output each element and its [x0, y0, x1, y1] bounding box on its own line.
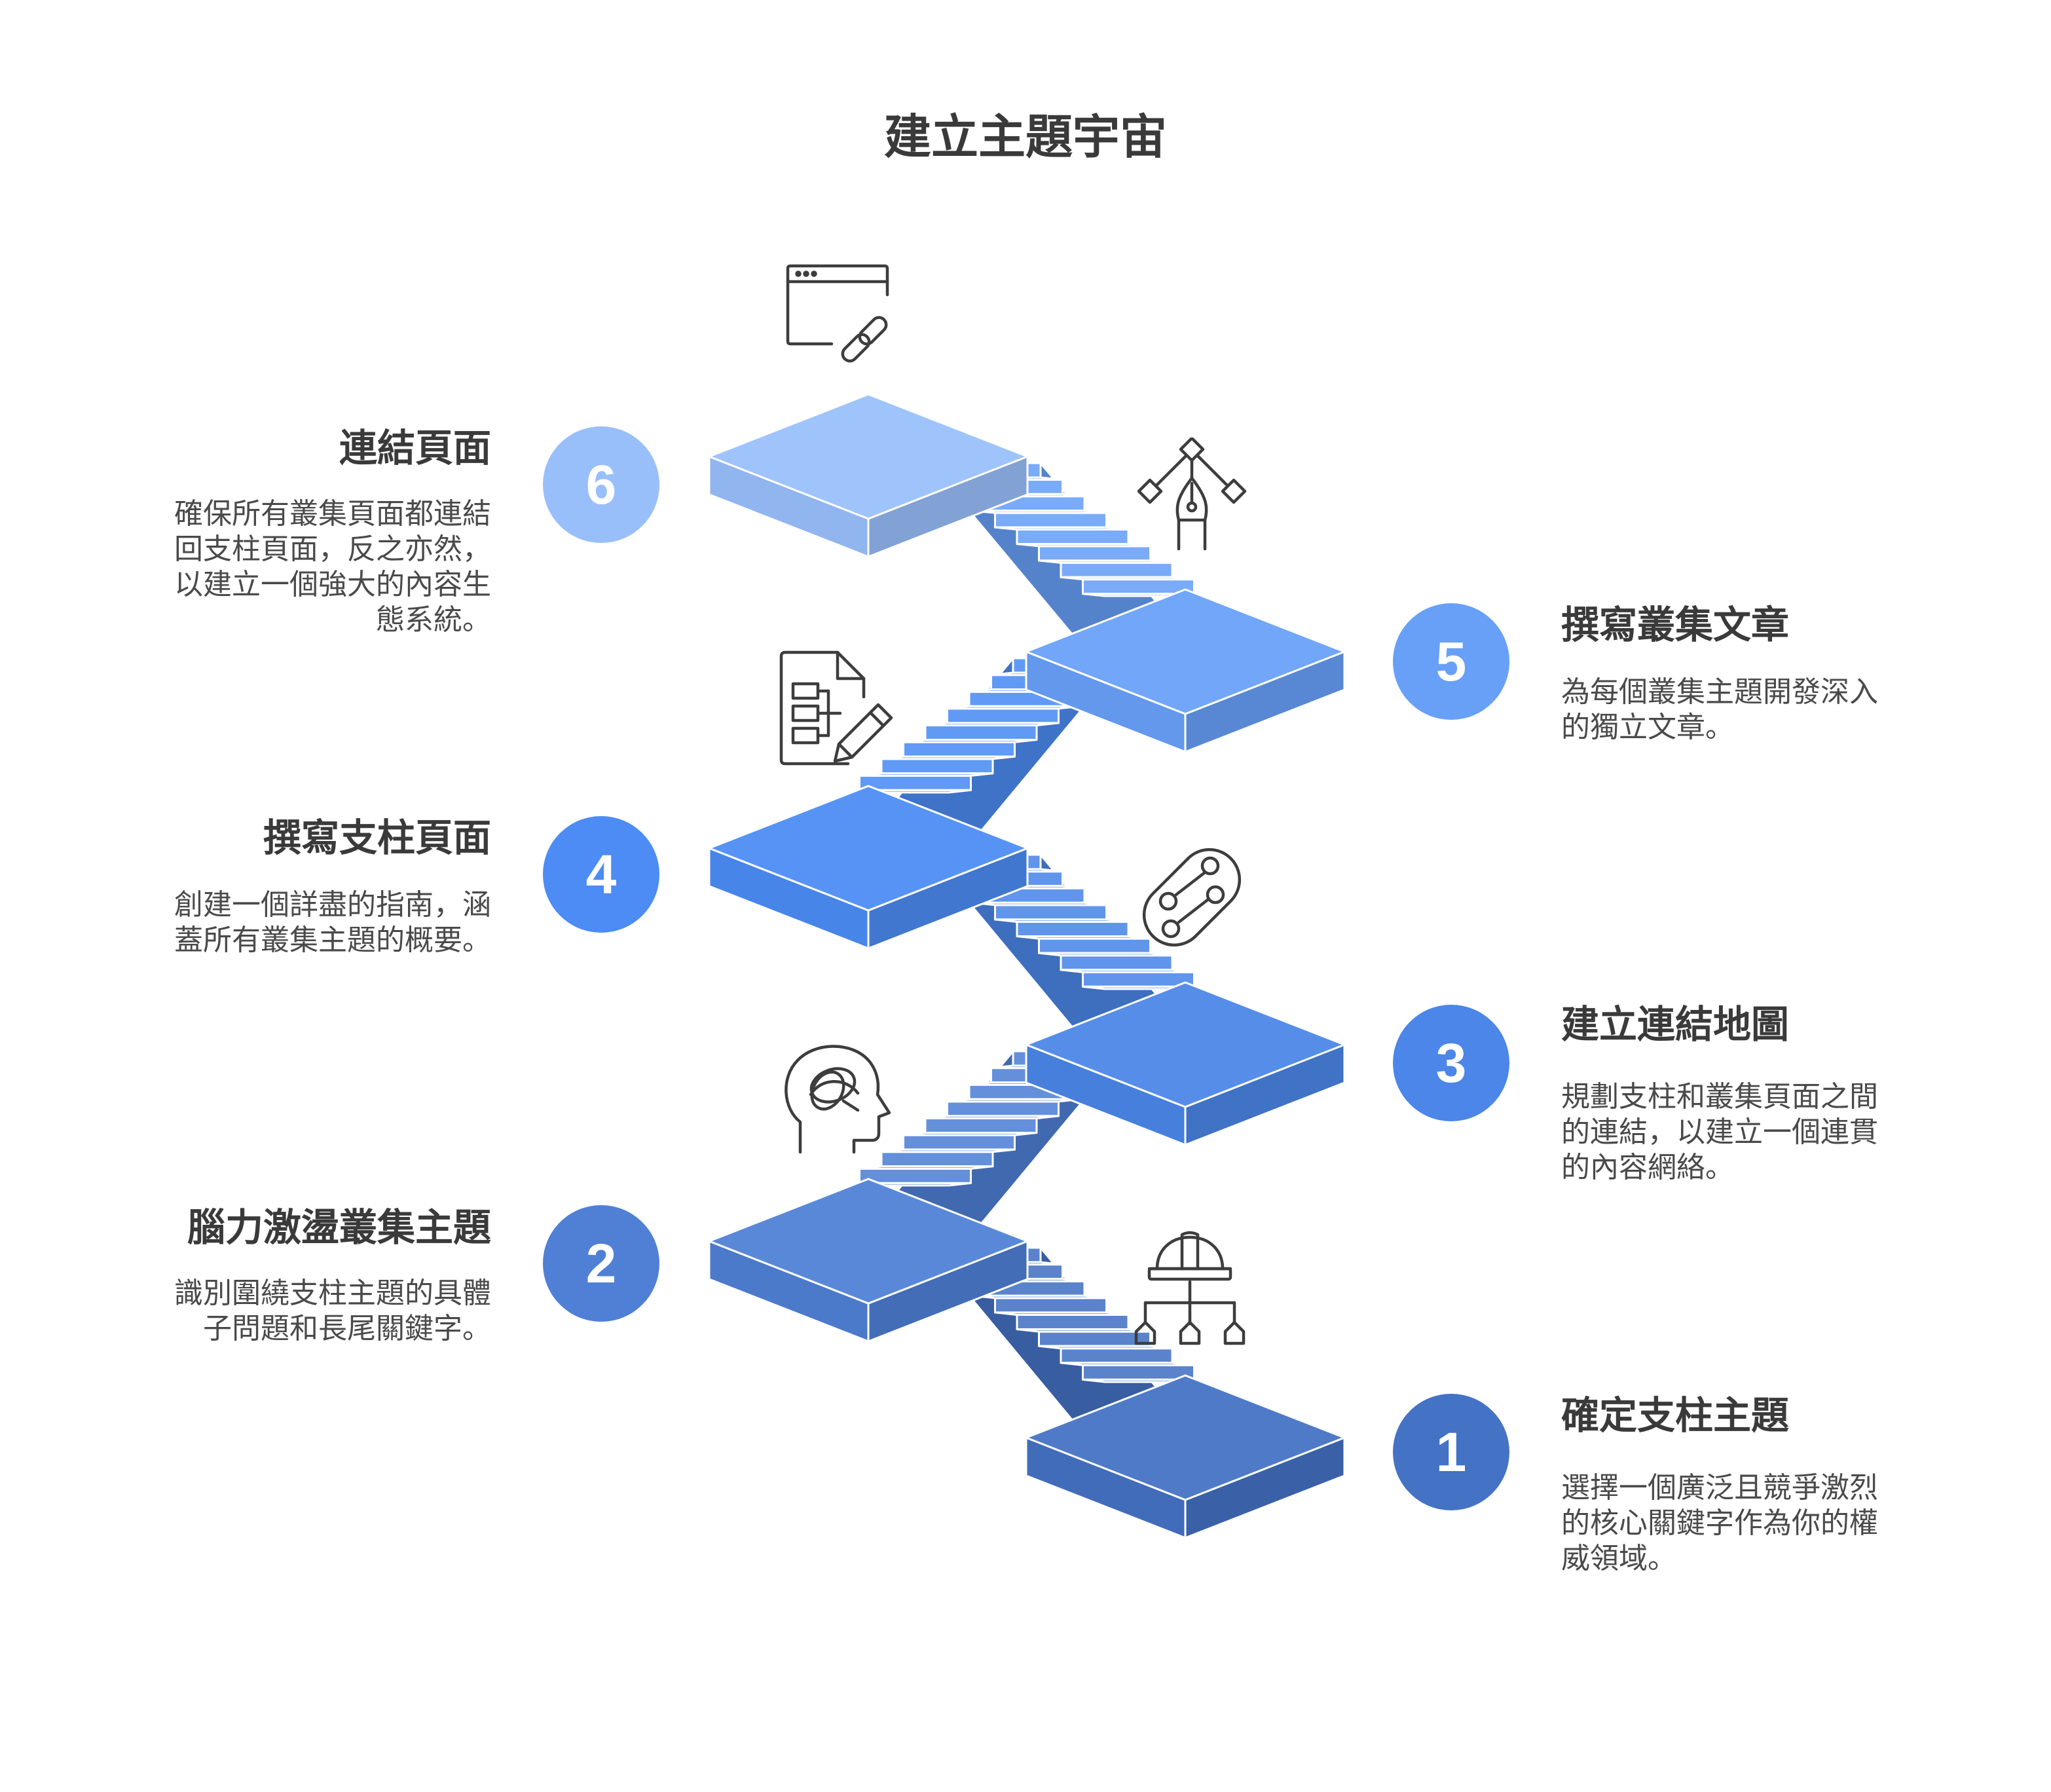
- stair-riser-5-6: [972, 510, 1107, 514]
- stair-tread-2-5: [946, 1100, 1060, 1117]
- stair-riser-2-6: [946, 1098, 1082, 1103]
- stair-tread-1-4: [1016, 1314, 1130, 1330]
- step-2-title: 腦力激盪叢集主題: [187, 1205, 491, 1250]
- step-3-title: 建立連結地圖: [1561, 1002, 1790, 1047]
- stair-tread-2-1: [859, 1167, 972, 1184]
- stair-riser-3-5: [994, 918, 1130, 923]
- stair-riser-1-4: [1016, 1328, 1151, 1333]
- stair-riser-4-5: [924, 722, 1060, 726]
- pen-nodes-icon: [1137, 438, 1247, 551]
- stair-riser-3-4: [1016, 935, 1151, 940]
- stair-riser-5-5: [994, 526, 1130, 531]
- stair-riser-1-6: [972, 1294, 1107, 1299]
- step-3-description: 規劃支柱和叢集頁面之間的連結，以建立一個連貫的內容網絡。: [1561, 1080, 1878, 1184]
- step-4-title: 撰寫支柱頁面: [263, 815, 491, 860]
- stair-tread-4-5: [946, 707, 1060, 724]
- stair-tread-1-5: [994, 1297, 1107, 1314]
- platform-2-top: [708, 1178, 1029, 1305]
- stair-riser-4-4: [902, 739, 1038, 743]
- stair-tread-3-2: [1060, 954, 1173, 971]
- stair-tread-4-1: [859, 774, 972, 791]
- step-3-badge: 3: [1393, 1005, 1509, 1121]
- browser-link-icon: [786, 264, 889, 363]
- page-title: 建立主題宇宙: [883, 109, 1167, 164]
- step-5-badge: 5: [1393, 603, 1509, 720]
- stair-riser-3-6: [972, 901, 1107, 906]
- stair-riser-3-3: [1038, 952, 1173, 957]
- step-2-badge: 2: [543, 1205, 659, 1322]
- step-5-title: 撰寫叢集文章: [1561, 603, 1790, 647]
- step-6-badge: 6: [543, 426, 659, 543]
- platform-6-top: [708, 393, 1029, 520]
- stair-riser-2-2: [859, 1165, 994, 1170]
- stair-riser-2-5: [924, 1115, 1060, 1119]
- stair-tread-5-4: [1016, 529, 1130, 545]
- step-1-description: 選擇一個廣泛且競爭激烈的核心關鍵字作為你的權威領域。: [1561, 1471, 1878, 1575]
- step-6-description: 確保所有叢集頁面都連結回支柱頁面，反之亦然，以建立一個強大的內容生態系統。: [174, 497, 491, 637]
- stair-tread-4-2: [880, 758, 994, 775]
- stair-tread-2-3: [902, 1134, 1016, 1151]
- stair-tread-3-1: [1082, 971, 1195, 988]
- stair-riser-5-3: [1038, 559, 1173, 564]
- stair-tread-5-5: [994, 512, 1107, 529]
- step-1-title: 確定支柱主題: [1561, 1393, 1790, 1438]
- stair-riser-1-3: [1038, 1345, 1173, 1350]
- step-4-description: 創建一個詳盡的指南，涵蓋所有叢集主題的概要。: [174, 888, 491, 957]
- stair-riser-5-2: [1060, 576, 1195, 581]
- stair-tread-4-4: [924, 724, 1038, 741]
- stair-tread-2-4: [924, 1117, 1038, 1134]
- stair-riser-4-3: [880, 755, 1016, 760]
- stair-riser-1-2: [1060, 1362, 1195, 1366]
- stair-riser-2-3: [880, 1148, 1016, 1153]
- platform-4-top: [708, 785, 1029, 912]
- step-1-badge: 1: [1393, 1394, 1509, 1510]
- stair-tread-3-4: [1016, 921, 1130, 937]
- connected-nodes-icon: [1142, 848, 1242, 947]
- stair-riser-3-2: [1060, 969, 1195, 973]
- stair-tread-1-1: [1082, 1364, 1195, 1381]
- step-2-description: 識別圍繞支柱主題的具體子問題和長尾關鍵字。: [174, 1277, 491, 1345]
- stair-riser-4-6: [946, 705, 1082, 710]
- stair-tread-1-2: [1060, 1347, 1173, 1364]
- step-5-description: 為每個叢集主題開發深入的獨立文章。: [1561, 675, 1878, 744]
- stair-riser-1-5: [994, 1311, 1130, 1316]
- brain-head-icon: [785, 1045, 891, 1154]
- stair-tread-5-2: [1060, 561, 1173, 578]
- document-edit-icon: [779, 650, 893, 766]
- stair-tread-3-5: [994, 904, 1107, 921]
- hard-hat-hierarchy-icon: [1134, 1231, 1246, 1345]
- platform-3-top: [1025, 981, 1346, 1108]
- platform-1-top: [1025, 1374, 1346, 1501]
- stair-tread-2-2: [880, 1151, 994, 1168]
- platform-5-top: [1025, 588, 1346, 715]
- stair-riser-2-4: [902, 1132, 1038, 1136]
- stair-riser-4-2: [859, 772, 994, 777]
- stair-tread-4-3: [902, 741, 1016, 758]
- step-4-badge: 4: [543, 816, 659, 933]
- stair-riser-5-4: [1016, 543, 1151, 548]
- step-6-title: 連結頁面: [339, 426, 491, 470]
